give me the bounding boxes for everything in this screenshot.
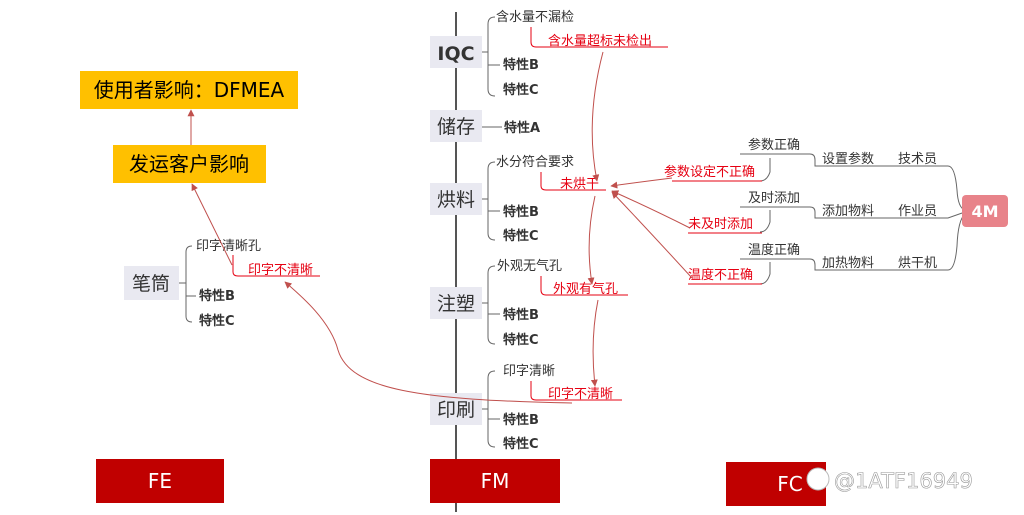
fm-molding-item-1: 外观无气孔	[497, 258, 562, 274]
fc-good-2: 及时添加	[748, 191, 800, 206]
fc-role-2: 作业员	[898, 204, 937, 219]
fm-stage-drying-text: 烘料	[437, 189, 475, 211]
fe-item-3: 特性C	[199, 313, 235, 329]
fm-link-printing-to-fe	[284, 281, 573, 404]
watermark-text: @1ATF16949	[834, 469, 973, 493]
fc-link-3	[611, 191, 693, 279]
fm-link-molding-to-printing	[590, 299, 599, 387]
fm-molding-item-3: 特性C	[503, 332, 539, 348]
fe-failure-text: 印字不清晰	[248, 263, 313, 278]
fm-stage-molding	[430, 287, 482, 319]
fe-column: 使用者影响：DFMEA 发运客户影响 笔筒 印字清晰孔 特性B 特性C 印字不清…	[80, 71, 320, 329]
fe-label-text: FE	[148, 469, 172, 493]
fc-bad-3: 温度不正确	[688, 267, 753, 283]
fm-iqc-failure: 含水量超标未检出	[548, 33, 652, 49]
fe-bracket	[179, 245, 193, 323]
fc-role-3: 烘干机	[898, 256, 937, 271]
fm-stage-storage-text: 储存	[437, 116, 475, 138]
fm-printing-fail-connector	[530, 381, 622, 401]
fe-top-box-text: 使用者影响：DFMEA	[94, 78, 285, 102]
fe-item-1: 印字清晰孔	[196, 239, 261, 254]
fm-iqc-bracket	[482, 16, 500, 97]
fc-hub-text: 4M	[971, 202, 998, 221]
fc-cause-2-lines	[740, 206, 966, 233]
fm-molding-failure: 外观有气孔	[553, 281, 618, 297]
fm-stage-printing-text: 印刷	[437, 399, 475, 421]
fe-mid-box	[113, 145, 266, 183]
fc-action-3: 加热物料	[822, 256, 874, 271]
fc-hub	[962, 195, 1008, 227]
fm-printing-item-1: 印字清晰	[503, 364, 555, 379]
fm-column: IQC 含水量不漏检 特性B 特性C 含水量超标未检出 储存 特性A 烘料 水分…	[284, 9, 668, 512]
fm-iqc-item-3: 特性C	[503, 82, 539, 98]
fm-stage-drying	[430, 183, 482, 215]
fm-printing-bracket	[482, 370, 500, 448]
fm-link-drying-to-molding	[587, 195, 596, 285]
fc-role-1: 技术员	[898, 152, 937, 167]
fe-mid-box-text: 发运客户影响	[129, 152, 249, 176]
fm-drying-item-1: 水分符合要求	[496, 154, 574, 170]
fe-label-box	[96, 459, 224, 503]
fm-printing-item-3: 特性C	[503, 436, 539, 452]
fe-failure-connector	[232, 255, 320, 277]
fc-column: 参数正确 参数设定不正确 设置参数 技术员 及时添加 未及时添加 添加物料 作业…	[610, 137, 1008, 285]
fm-drying-failure: 未烘干	[560, 177, 599, 192]
fe-link-to-cust	[191, 183, 233, 266]
fm-iqc-item-2: 特性B	[503, 57, 539, 73]
fc-link-2	[611, 190, 691, 229]
fm-stage-iqc-text: IQC	[437, 43, 474, 65]
fm-stage-molding-text: 注塑	[437, 293, 475, 315]
fc-good-1: 参数正确	[748, 137, 800, 153]
fm-printing-failure: 印字不清晰	[548, 387, 613, 402]
fm-drying-item-3: 特性C	[503, 228, 539, 244]
fm-drying-bracket	[482, 161, 500, 241]
fe-product-text: 笔筒	[132, 273, 170, 295]
watermark-logo-icon	[806, 467, 830, 491]
fm-label-box	[430, 459, 560, 503]
fm-link-iqc-to-drying	[591, 51, 604, 182]
fc-bad-1: 参数设定不正确	[664, 164, 755, 180]
fm-molding-bracket	[482, 265, 500, 345]
fm-drying-item-2: 特性B	[503, 204, 539, 220]
fm-storage-item-1: 特性A	[504, 120, 540, 136]
fc-bad-2: 未及时添加	[688, 217, 753, 232]
bottom-labels: FE FM FC @1ATF16949	[96, 459, 973, 506]
fc-action-2: 添加物料	[822, 204, 874, 219]
fc-label-text: FC	[777, 472, 802, 496]
fm-stage-printing	[430, 393, 482, 425]
fc-link-1	[610, 177, 673, 189]
fc-good-3: 温度正确	[748, 242, 800, 258]
fm-stage-iqc	[430, 36, 482, 68]
fm-iqc-item-1: 含水量不漏检	[496, 9, 574, 25]
fe-product-node	[124, 266, 179, 300]
fm-stage-storage	[430, 110, 482, 142]
fm-drying-fail-connector	[540, 172, 606, 191]
fm-label-text: FM	[481, 469, 510, 493]
fc-action-1: 设置参数	[822, 151, 874, 167]
fe-item-2: 特性B	[199, 288, 235, 304]
fe-top-box	[80, 71, 298, 109]
fm-molding-item-2: 特性B	[503, 307, 539, 323]
fm-molding-fail-connector	[540, 276, 628, 296]
fm-iqc-fail-connector	[530, 27, 668, 48]
fm-printing-item-2: 特性B	[503, 412, 539, 428]
